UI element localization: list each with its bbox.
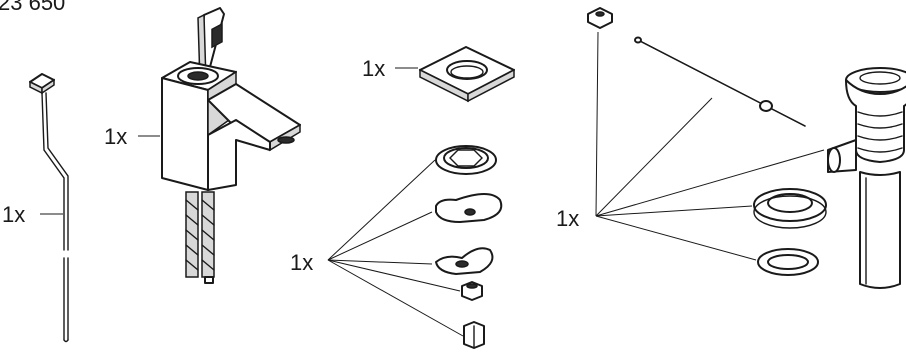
small-parts-leader-lines	[327, 159, 464, 337]
article-number: 23 650	[0, 0, 65, 15]
cable-quantity: 1x	[2, 202, 25, 227]
drain-leader-lines	[595, 31, 825, 261]
plate-quantity: 1x	[362, 56, 385, 81]
small-parts-group	[435, 145, 503, 349]
cable-part	[29, 73, 69, 343]
small-parts-quantity: 1x	[290, 250, 313, 275]
faucet-quantity: 1x	[104, 124, 127, 149]
faucet-part	[161, 7, 301, 284]
drain-assembly-part	[587, 7, 906, 289]
drain-quantity: 1x	[556, 206, 579, 231]
square-plate-part	[419, 46, 515, 103]
